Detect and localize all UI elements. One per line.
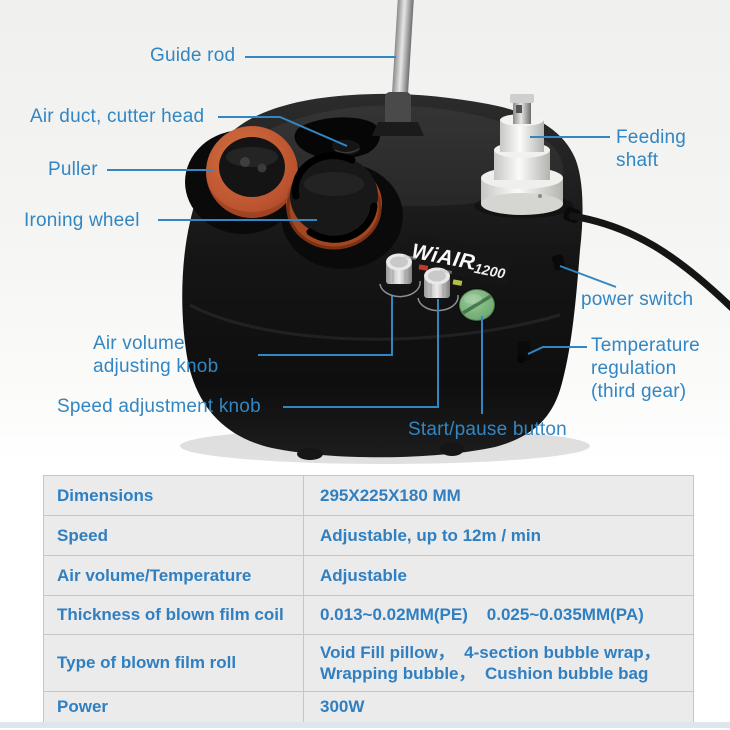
table-row: Power 300W [43,691,694,723]
spec-row-label: Power [43,691,304,723]
machine-foot [297,448,323,460]
spec-row-value: Void Fill pillow， 4-section bubble wrap，… [303,634,694,692]
callout-lines [107,56,617,414]
start-pause-label: Start/pause button [408,419,567,440]
speed-pointer-line [283,299,439,408]
cutter-head-highlight [334,148,360,154]
table-row: Speed Adjustable, up to 12m / min [43,515,694,556]
power-cord [563,206,730,311]
power-switch-pointer-line [559,265,617,288]
model-text: -1200 [468,259,506,282]
spec-row-value: Adjustable [303,555,694,596]
spec-row-label: Thickness of blown film coil [43,595,304,635]
spec-row-label: Speed [43,515,304,556]
table-row: Type of blown film roll Void Fill pillow… [43,634,694,692]
machine-front-edge [189,303,561,341]
air-volume-pointer-line [258,296,393,356]
speed-label: Speed adjustment knob [57,396,261,417]
guide-rod [372,0,424,136]
machine-foot [440,442,464,456]
table-row: Thickness of blown film coil 0.013~0.02M… [43,595,694,635]
puller-wheel [206,126,298,218]
puller-label: Puller [48,159,98,180]
ironing-wheel-part [286,152,382,250]
bottom-accent-strip [0,722,730,728]
temperature-lever-part [516,340,533,363]
temperature-pointer-line [527,346,587,355]
spec-row-label: Dimensions [43,475,304,516]
spec-row-label: Air volume/Temperature [43,555,304,596]
guide-rod-label: Guide rod [150,45,236,66]
power-switch-label: power switch [581,289,694,310]
start-pause-button-part [458,288,496,322]
temperature-label: Temperature regulation (third gear) [591,335,700,403]
product-photo: WiAIR -1200 [0,0,730,465]
air-volume-knob [379,253,429,298]
air-volume-label: Air volume adjusting knob [93,333,219,378]
machine-illustration: WiAIR -1200 [107,0,730,464]
spec-row-value: 295X225X180 MM [303,475,694,516]
spec-row-value: 0.013~0.02MM(PE) 0.025~0.035MM(PA) [303,595,694,635]
spec-row-value: 300W [303,691,694,723]
table-row: Air volume/Temperature Adjustable [43,555,694,596]
ironing-wheel-label: Ironing wheel [24,210,140,231]
table-row: Dimensions 295X225X180 MM [43,475,694,516]
air-duct-pointer-line [218,116,348,147]
spec-row-label: Type of blown film roll [43,634,304,692]
feeding-shaft-label: Feeding shaft [616,127,687,172]
spec-row-value: Adjustable, up to 12m / min [303,515,694,556]
spec-table: Dimensions 295X225X180 MM Speed Adjustab… [43,475,694,723]
speed-knob [417,267,463,312]
air-duct-label: Air duct, cutter head [30,106,205,127]
